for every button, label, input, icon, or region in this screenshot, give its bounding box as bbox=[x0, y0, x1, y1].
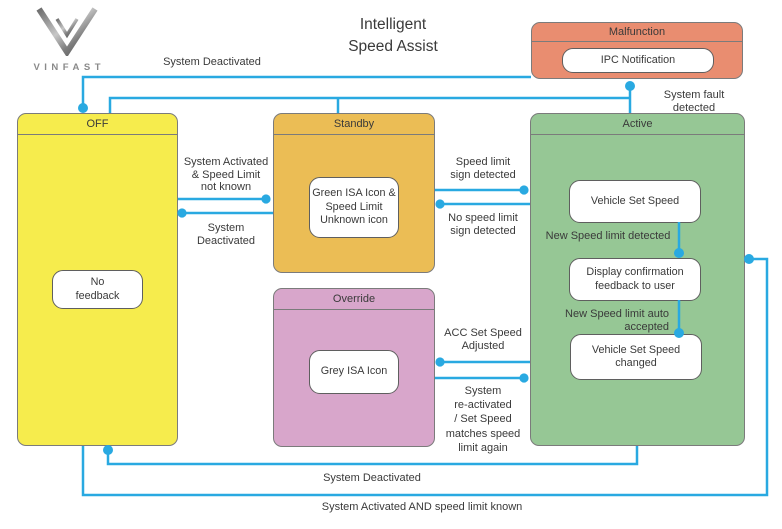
state-off: OFF No feedback bbox=[17, 113, 178, 446]
state-malfunction-title: Malfunction bbox=[532, 23, 742, 42]
vinfast-wordmark: VINFAST bbox=[33, 62, 106, 73]
label-system-fault-detected: System fault detected bbox=[663, 89, 725, 114]
label-system-deactivated-left: System Deactivated bbox=[196, 222, 256, 247]
vinfast-logo: VINFAST bbox=[14, 6, 120, 73]
label-system-activated-speed-limit-known: System Activated AND speed limit known bbox=[321, 501, 523, 513]
state-active-title: Active bbox=[531, 114, 744, 135]
label-speed-limit-sign-detected: Speed limit sign detected bbox=[450, 156, 516, 181]
label-new-speed-limit-auto-accepted: New Speed limit auto accepted bbox=[565, 308, 669, 333]
vinfast-v-icon bbox=[36, 7, 98, 58]
label-no-speed-limit-sign-detected: No speed limit sign detected bbox=[448, 212, 518, 237]
substate-vehicle-set-speed-changed: Vehicle Set Speed changed bbox=[570, 334, 702, 380]
state-off-title: OFF bbox=[18, 114, 177, 135]
state-override: Override Grey ISA Icon bbox=[273, 288, 435, 447]
substate-grey-isa-icon: Grey ISA Icon bbox=[309, 350, 399, 394]
substate-ipc-notification: IPC Notification bbox=[562, 48, 714, 73]
state-standby: Standby Green ISA Icon & Speed Limit Unk… bbox=[273, 113, 435, 273]
state-malfunction: Malfunction IPC Notification bbox=[531, 22, 743, 79]
substate-no-feedback: No feedback bbox=[52, 270, 143, 309]
label-acc-set-speed-adjusted: ACC Set Speed Adjusted bbox=[444, 327, 522, 352]
label-system-deactivated-top: System Deactivated bbox=[163, 56, 261, 68]
state-active: Active Vehicle Set Speed Display confirm… bbox=[530, 113, 745, 446]
substate-display-confirmation: Display confirmation feedback to user bbox=[569, 258, 701, 301]
label-system-activated-limit-not-known: System Activated & Speed Limit not known bbox=[183, 156, 269, 193]
label-new-speed-limit-detected: New Speed limit detected bbox=[545, 230, 671, 242]
substate-vehicle-set-speed: Vehicle Set Speed bbox=[569, 180, 701, 223]
title-line2: Speed Assist bbox=[348, 38, 438, 55]
label-system-reactivated: System re-activated / Set Speed matches … bbox=[445, 385, 521, 454]
page-title: Intelligent Speed Assist bbox=[348, 14, 438, 58]
title-line1: Intelligent bbox=[359, 16, 427, 33]
substate-green-isa-icon: Green ISA Icon & Speed Limit Unknown ico… bbox=[309, 177, 399, 238]
state-standby-title: Standby bbox=[274, 114, 434, 135]
label-system-deactivated-bottom: System Deactivated bbox=[323, 472, 421, 484]
state-override-title: Override bbox=[274, 289, 434, 310]
